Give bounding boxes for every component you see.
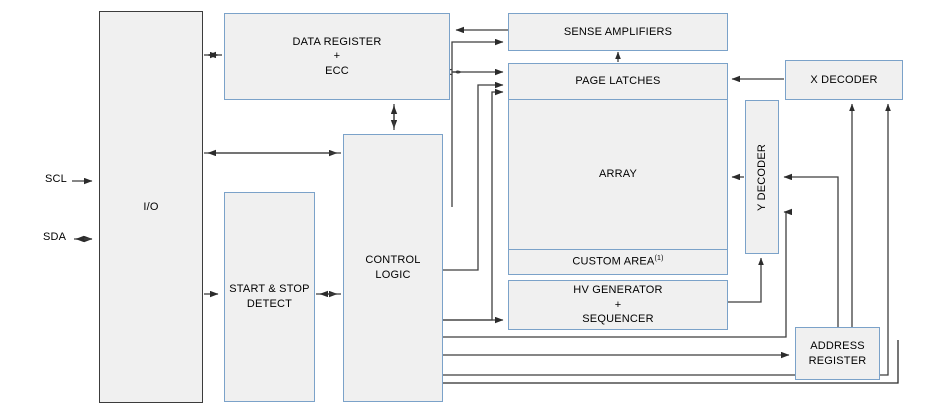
scl-signal-label: SCL bbox=[45, 173, 67, 185]
block-page-latches[interactable]: PAGE LATCHES bbox=[508, 63, 728, 100]
block-start-stop-line2: DETECT bbox=[246, 298, 293, 310]
block-address-register[interactable]: ADDRESS REGISTER bbox=[795, 327, 880, 380]
block-sense-amplifiers-label: SENSE AMPLIFIERS bbox=[563, 25, 673, 38]
block-control-logic-line2: LOGIC bbox=[375, 269, 411, 281]
block-start-stop-line1: START & STOP bbox=[229, 283, 310, 296]
block-y-decoder[interactable]: Y DECODER bbox=[745, 100, 779, 254]
block-hv-generator-plus: + bbox=[614, 298, 622, 311]
block-custom-area[interactable]: CUSTOM AREA(1) bbox=[508, 249, 728, 275]
block-x-decoder[interactable]: X DECODER bbox=[785, 60, 903, 100]
sda-signal-label: SDA bbox=[43, 231, 67, 243]
block-array[interactable]: ARRAY bbox=[508, 99, 728, 250]
block-hv-generator-line3: SEQUENCER bbox=[582, 313, 654, 326]
block-data-register[interactable]: DATA REGISTER + ECC bbox=[224, 13, 450, 100]
block-y-decoder-label: Y DECODER bbox=[755, 143, 768, 211]
block-x-decoder-label: X DECODER bbox=[810, 73, 878, 86]
block-io[interactable]: I/O bbox=[99, 11, 203, 403]
block-hv-generator-line1: HV GENERATOR bbox=[573, 284, 663, 297]
block-control-logic-line1: CONTROL bbox=[365, 254, 421, 267]
block-data-register-label: DATA REGISTER bbox=[292, 35, 382, 48]
block-io-label: I/O bbox=[143, 200, 159, 213]
block-data-register-plus: + bbox=[333, 50, 341, 63]
block-address-register-line2: REGISTER bbox=[808, 354, 867, 367]
block-hv-generator[interactable]: HV GENERATOR + SEQUENCER bbox=[508, 280, 728, 330]
block-start-stop-detect[interactable]: START & STOP DETECT bbox=[224, 192, 315, 402]
block-custom-area-label: CUSTOM AREA(1) bbox=[572, 254, 663, 269]
block-custom-area-footnote: (1) bbox=[654, 255, 664, 263]
block-control-logic[interactable]: CONTROL LOGIC bbox=[343, 134, 443, 402]
block-address-register-line1: ADDRESS bbox=[810, 339, 865, 352]
block-sense-amplifiers[interactable]: SENSE AMPLIFIERS bbox=[508, 13, 728, 51]
block-custom-area-text: CUSTOM AREA bbox=[572, 256, 655, 269]
block-array-label: ARRAY bbox=[598, 168, 638, 181]
block-data-register-ecc: ECC bbox=[325, 64, 349, 77]
block-page-latches-label: PAGE LATCHES bbox=[575, 75, 661, 88]
